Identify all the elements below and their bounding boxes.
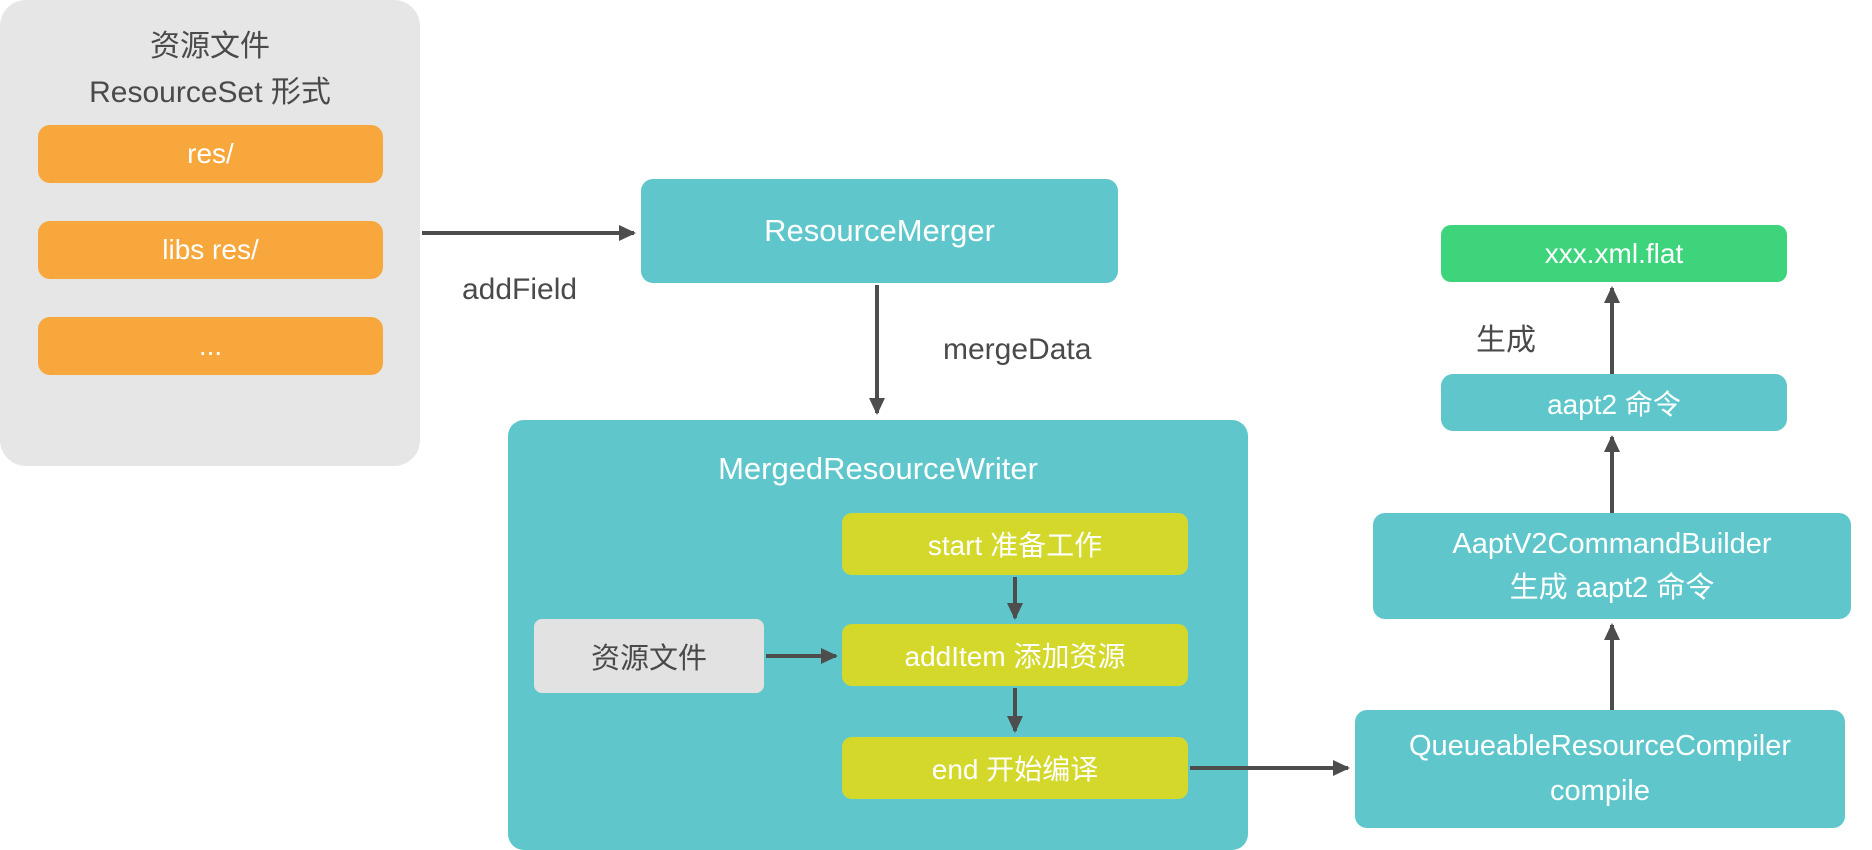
node-aaptv2-command-builder: AaptV2CommandBuilder 生成 aapt2 命令	[1373, 513, 1851, 619]
aaptv2-command-builder-line2: 生成 aapt2 命令	[1509, 572, 1715, 604]
node-aapt2-command: aapt2 命令	[1441, 374, 1787, 431]
resource-item-ellipsis: ...	[38, 317, 383, 375]
edge-label-mergedata: mergeData	[943, 333, 1092, 366]
resource-item-libs-res: libs res/	[38, 221, 383, 279]
queueable-resource-compiler-line2: compile	[1550, 775, 1650, 807]
step-additem: addItem 添加资源	[842, 624, 1188, 686]
aaptv2-command-builder-line1: AaptV2CommandBuilder	[1452, 528, 1772, 560]
resource-item-res: res/	[38, 125, 383, 183]
edge-label-generate: 生成	[1476, 324, 1536, 357]
edge-label-addfield: addField	[462, 273, 578, 306]
node-queueable-resource-compiler: QueueableResourceCompiler compile	[1355, 710, 1845, 828]
queueable-resource-compiler-line1: QueueableResourceCompiler	[1408, 730, 1792, 762]
node-xxx-xml-flat: xxx.xml.flat	[1441, 225, 1787, 282]
resource-set-panel-title-line2: ResourceSet 形式	[89, 76, 331, 109]
step-end: end 开始编译	[842, 737, 1188, 799]
resource-set-panel-title-line1: 资源文件	[150, 30, 270, 63]
node-resource-file-input: 资源文件	[534, 619, 764, 693]
merged-resource-writer-title: MergedResourceWriter	[718, 451, 1038, 486]
resource-set-panel-title: 资源文件 ResourceSet 形式	[0, 24, 420, 116]
node-resource-merger: ResourceMerger	[641, 179, 1118, 283]
step-start: start 准备工作	[842, 513, 1188, 575]
